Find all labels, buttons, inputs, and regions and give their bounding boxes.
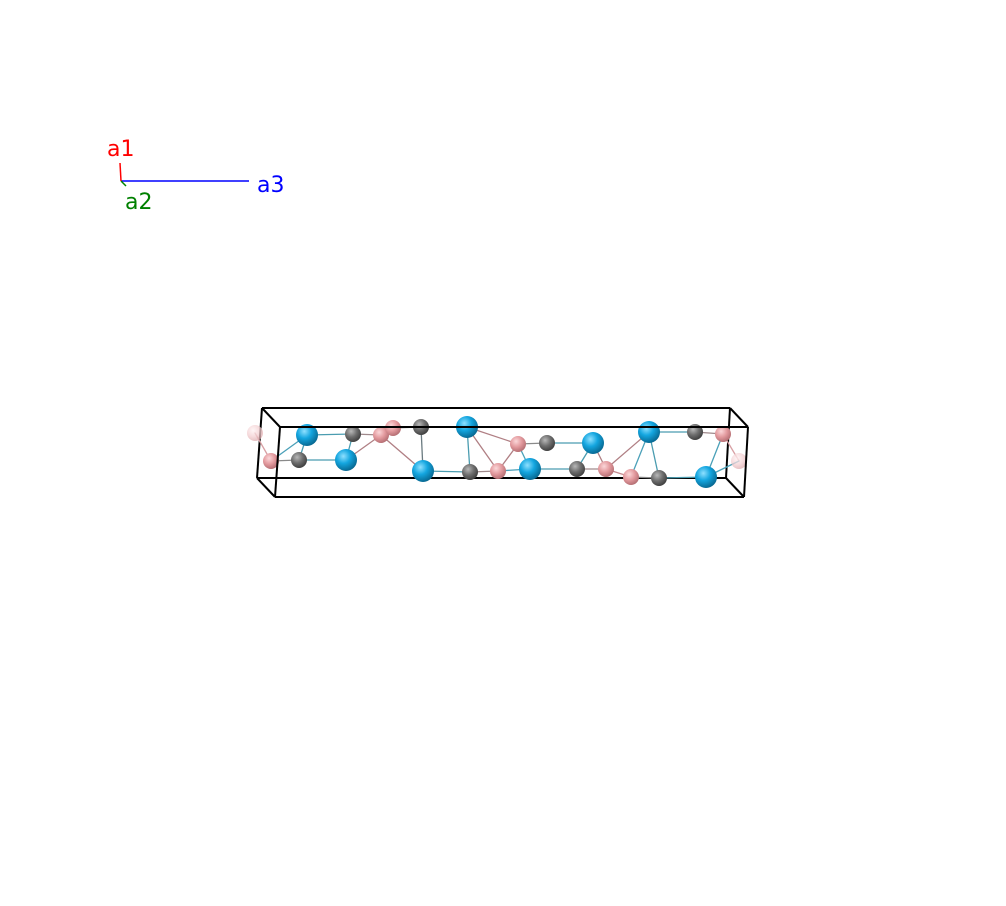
pink-atom — [263, 453, 279, 469]
a1-axis-line — [119, 162, 122, 182]
blue-atom — [519, 458, 541, 480]
blue-atom — [412, 460, 434, 482]
atom-layer — [247, 416, 747, 488]
gray-atom — [539, 435, 555, 451]
a1-label: a1 — [107, 137, 134, 162]
gray-atom — [345, 426, 361, 442]
blue-atom — [582, 432, 604, 454]
pink-atom — [731, 453, 747, 469]
pink-atom — [247, 425, 263, 441]
unit-cell-front — [256, 407, 749, 498]
pink-atom — [490, 463, 506, 479]
pink-atom — [373, 427, 389, 443]
a2-label: a2 — [125, 190, 152, 215]
axis-triad: a1 a2 a3 — [107, 137, 284, 215]
gray-atom — [291, 452, 307, 468]
pink-atom — [598, 461, 614, 477]
gray-atom — [569, 461, 585, 477]
pink-atom — [510, 436, 526, 452]
a2-axis-line — [120, 180, 127, 187]
a3-label: a3 — [257, 173, 284, 198]
blue-atom — [695, 466, 717, 488]
blue-atom — [296, 424, 318, 446]
pink-atom — [715, 426, 731, 442]
blue-atom — [335, 449, 357, 471]
blue-atom — [638, 421, 660, 443]
pink-atom — [623, 469, 639, 485]
gray-atom — [651, 470, 667, 486]
gray-atom — [462, 464, 478, 480]
